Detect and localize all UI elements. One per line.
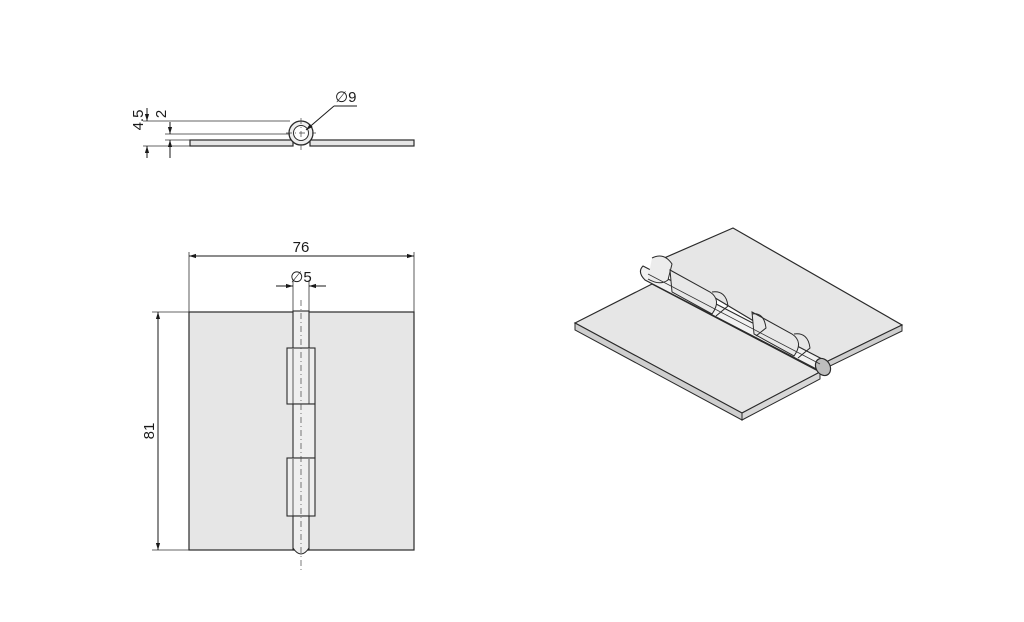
iso-knuckle bbox=[639, 255, 832, 377]
iso-near-leaf-side bbox=[741, 371, 821, 421]
side-view: 4.5 2 ∅9 bbox=[130, 89, 415, 158]
dim-knuckle-diameter: ∅9 bbox=[335, 89, 356, 106]
side-view-left-leaf bbox=[189, 139, 294, 147]
dim-plate-thickness: 2 bbox=[153, 110, 170, 118]
dim-width: 76 bbox=[293, 239, 310, 256]
front-view: 76 ∅5 81 bbox=[141, 239, 415, 570]
dim-thickness-total: 4.5 bbox=[130, 110, 147, 131]
isometric-view bbox=[573, 227, 904, 421]
side-view-right-leaf bbox=[309, 139, 415, 147]
dim-height: 81 bbox=[141, 423, 158, 440]
front-view-knuckle-2 bbox=[292, 403, 316, 459]
dim-pin-diameter: ∅5 bbox=[290, 269, 311, 286]
